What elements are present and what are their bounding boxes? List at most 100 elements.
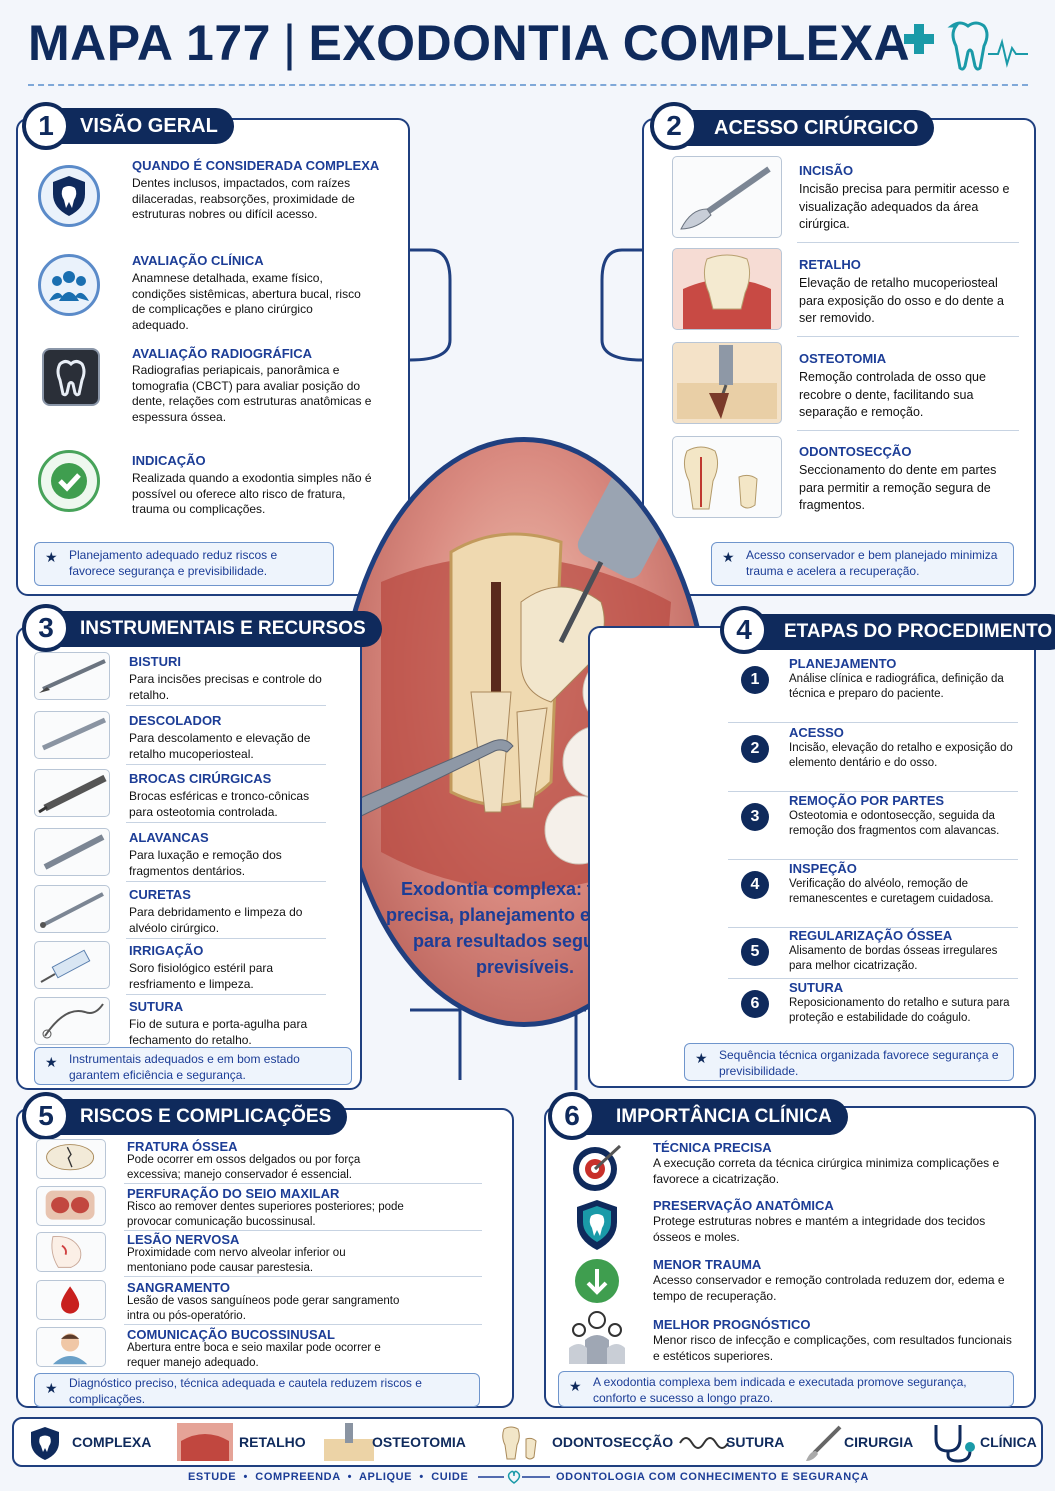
item-title: AVALIAÇÃO CLÍNICA — [132, 253, 264, 268]
item-desc: Dentes inclusos, impactados, com raízes … — [132, 176, 355, 221]
item-desc: Para descolamento e elevação de retalho … — [129, 731, 311, 761]
instrument-image — [34, 711, 110, 759]
slogan-word: APLIQUE — [359, 1471, 413, 1483]
item-desc: Pode ocorrer em ossos delgados ou por fo… — [127, 1154, 361, 1181]
section-instruments-header: INSTRUMENTAIS E RECURSOS — [30, 611, 382, 647]
item-title: BISTURI — [129, 654, 181, 669]
plus-icon — [904, 24, 934, 54]
header-divider — [28, 84, 1028, 86]
center-caption: Exodontia complexa: técnica precisa, pla… — [385, 879, 665, 977]
step-number: 4 — [741, 871, 769, 899]
footer-item-osteotomia: OSTEOTOMIA — [372, 1434, 466, 1450]
tooth-fragment — [516, 707, 548, 809]
item-title: AVALIAÇÃO RADIOGRÁFICA — [132, 346, 313, 361]
item-title: TÉCNICA PRECISA — [653, 1140, 772, 1155]
divider — [797, 430, 1019, 431]
checkmark-icon — [38, 450, 100, 512]
item-title: PERFURAÇÃO DO SEIO MAXILAR — [127, 1186, 340, 1201]
star-icon: ★ — [45, 1380, 58, 1396]
shield-tooth-icon — [570, 1196, 624, 1252]
step-title: PLANEJAMENTO — [789, 656, 897, 671]
item-desc: Lesão de vasos sanguíneos pode gerar san… — [127, 1295, 400, 1322]
section-clinical-importance-header: IMPORTÂNCIA CLÍNICA — [566, 1099, 848, 1135]
item-desc: Para luxação e remoção dos fragmentos de… — [129, 848, 282, 878]
divider — [126, 822, 326, 823]
star-icon: ★ — [45, 1054, 58, 1070]
step-title: INSPEÇÃO — [789, 861, 857, 876]
item-title: CURETAS — [129, 887, 191, 902]
item-title: SANGRAMENTO — [127, 1280, 231, 1295]
risk-image — [36, 1327, 106, 1367]
step-desc: Incisão, elevação do retalho e exposição… — [789, 742, 1013, 769]
risk-image — [36, 1232, 106, 1272]
step-title: ACESSO — [789, 725, 844, 740]
section-number: 6 — [548, 1092, 596, 1140]
heartbeat-icon — [988, 38, 1028, 68]
divider — [728, 978, 1018, 979]
divider — [126, 764, 326, 765]
item-desc: Seccionamento do dente em partes para pe… — [799, 463, 997, 512]
footer-bar: COMPLEXA RETALHO OSTEOTOMIA ODONTOSECÇÃO… — [12, 1417, 1043, 1467]
star-icon: ★ — [695, 1050, 708, 1066]
divider — [126, 994, 326, 995]
step-desc: Alisamento de bordas ósseas irregulares … — [789, 945, 998, 972]
risk-image — [36, 1139, 106, 1179]
slogan-word: CUIDE — [431, 1471, 469, 1483]
tip-text: Instrumentais adequados e em bom estado … — [69, 1052, 300, 1082]
section-tip: ★Sequência técnica organizada favorece s… — [684, 1043, 1014, 1081]
footer-item-clinica: CLÍNICA — [980, 1434, 1037, 1450]
item-desc: Menor risco de infecção e complicações, … — [653, 1333, 1012, 1363]
title-subject: EXODONTIA COMPLEXA — [308, 15, 911, 71]
footer-item-sutura: SUTURA — [726, 1434, 785, 1450]
step-desc: Reposicionamento do retalho e sutura par… — [789, 997, 1010, 1024]
item-desc: Soro fisiológico estéril para resfriamen… — [129, 961, 274, 991]
item-title: IRRIGAÇÃO — [129, 943, 204, 958]
item-title: FRATURA ÓSSEA — [127, 1139, 238, 1154]
item-desc: Elevação de retalho mucoperiosteal para … — [799, 276, 1005, 325]
item-desc: Para debridamento e limpeza do alvéolo c… — [129, 905, 303, 935]
section-surgical-access-header: ACESSO CIRÚRGICO — [664, 110, 935, 146]
item-desc: Acesso conservador e remoção controlada … — [653, 1273, 1005, 1303]
item-title: ALAVANCAS — [129, 830, 209, 845]
item-desc: Realizada quando a exodontia simples não… — [132, 471, 372, 516]
item-title: RETALHO — [799, 257, 861, 272]
section-number: 1 — [22, 102, 70, 150]
item-desc: Fio de sutura e porta-agulha para fecham… — [129, 1017, 308, 1047]
section-number: 4 — [720, 606, 768, 654]
section-clinical-importance — [544, 1106, 1036, 1408]
item-desc: Remoção controlada de osso que recobre o… — [799, 370, 986, 419]
item-title: OSTEOTOMIA — [799, 351, 887, 366]
risk-image — [36, 1280, 106, 1320]
people-icon — [566, 1310, 628, 1366]
divider — [797, 336, 1019, 337]
divider — [124, 1183, 482, 1184]
item-title: INDICAÇÃO — [132, 453, 206, 468]
target-icon — [570, 1140, 624, 1194]
item-title: MELHOR PROGNÓSTICO — [653, 1317, 811, 1332]
item-desc: Incisão precisa para permitir acesso e v… — [799, 182, 1010, 231]
tip-text: Planejamento adequado reduz riscos e fav… — [69, 548, 278, 578]
slogan-word: ESTUDE — [188, 1471, 237, 1483]
footer-item-cirurgia: CIRURGIA — [844, 1434, 914, 1450]
title-separator: | — [282, 15, 297, 71]
tooth-icon — [947, 21, 989, 71]
divider — [728, 722, 1018, 723]
divider — [126, 938, 326, 939]
title-map-number: MAPA 177 — [28, 15, 271, 71]
divider — [126, 705, 326, 706]
shield-icon — [31, 1427, 59, 1460]
section-risks-header: RISCOS E COMPLICAÇÕES — [30, 1099, 348, 1135]
step-desc: Verificação do alvéolo, remoção de reman… — [789, 878, 994, 905]
instrument-image — [34, 997, 110, 1045]
item-title: BROCAS CIRÚRGICAS — [129, 771, 272, 786]
item-title: ODONTOSECÇÃO — [799, 444, 912, 459]
divider — [124, 1324, 482, 1325]
tip-text: A exodontia complexa bem indicada e exec… — [593, 1375, 967, 1405]
instrument-image — [34, 828, 110, 876]
instrument-image — [34, 885, 110, 933]
divider — [797, 242, 1019, 243]
step-title: REGULARIZAÇÃO ÓSSEA — [789, 928, 953, 943]
instrument-image — [34, 652, 110, 700]
flap-thumb-icon — [177, 1423, 233, 1461]
item-title: COMUNICAÇÃO BUCOSSINUSAL — [127, 1327, 335, 1342]
